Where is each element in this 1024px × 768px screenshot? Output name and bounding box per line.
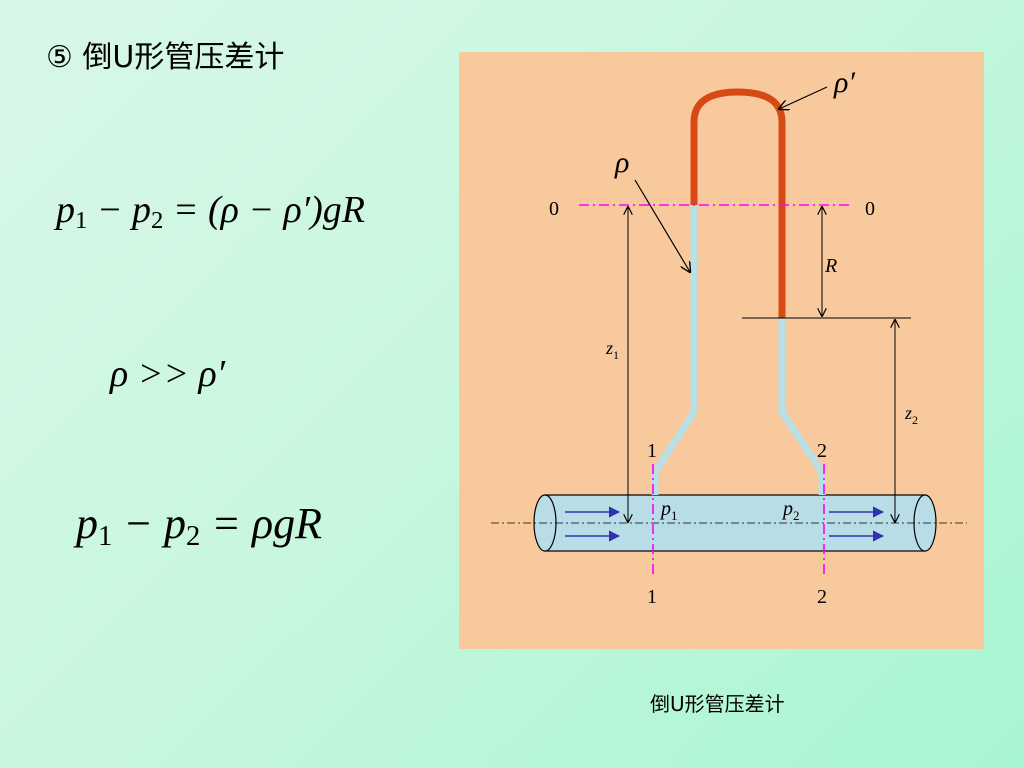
slide-title: ⑤ 倒U形管压差计 — [46, 40, 285, 75]
label-section-2-top: 2 — [817, 440, 827, 462]
pointer-rho — [634, 179, 690, 272]
right-leg-light-fluid — [778, 318, 826, 495]
formula-sub-1: 1 — [75, 207, 88, 235]
diagram-caption: 倒U形管压差计 — [650, 692, 785, 716]
formula-minus-p: − p — [112, 499, 186, 548]
formula-sub-1: 1 — [98, 521, 113, 553]
label-r: R — [824, 255, 837, 277]
label-rho-prime: ρ′ — [833, 66, 855, 99]
label-datum-0-left: 0 — [549, 198, 559, 220]
formula-rhs: = (ρ − ρ′)gR — [163, 189, 365, 231]
label-datum-0-right: 0 — [865, 198, 875, 220]
label-section-2-bottom: 2 — [817, 586, 827, 608]
formula-rhs: = ρgR — [200, 499, 322, 548]
formula-sub-2: 2 — [151, 207, 164, 235]
label-section-1-top: 1 — [647, 440, 657, 462]
pointer-rho-prime — [779, 86, 828, 109]
left-leg-light-fluid — [651, 205, 698, 495]
formula-pressure-difference-general: p1 − p2 = (ρ − ρ′)gR — [56, 188, 365, 235]
label-z1: z1 — [605, 338, 619, 362]
label-section-1-bottom: 1 — [647, 586, 657, 608]
formula-p-symbol: p — [76, 499, 98, 548]
label-z2: z2 — [904, 403, 918, 427]
formula-pressure-difference-simplified: p1 − p2 = ρgR — [76, 498, 322, 553]
formula-minus-p: − p — [87, 189, 151, 231]
formula-sub-2: 2 — [186, 521, 201, 553]
inverted-u-manometer-diagram: ρ′ ρ 0 0 R z1 z2 1 2 1 2 p1 p2 — [459, 52, 984, 649]
label-rho: ρ — [614, 146, 629, 179]
label-p2: p2 — [781, 498, 800, 523]
formula-density-comparison: ρ >> ρ′ — [110, 353, 226, 395]
diagram-panel — [459, 52, 984, 649]
label-p1: p1 — [659, 498, 678, 523]
formula-p-symbol: p — [56, 189, 75, 231]
